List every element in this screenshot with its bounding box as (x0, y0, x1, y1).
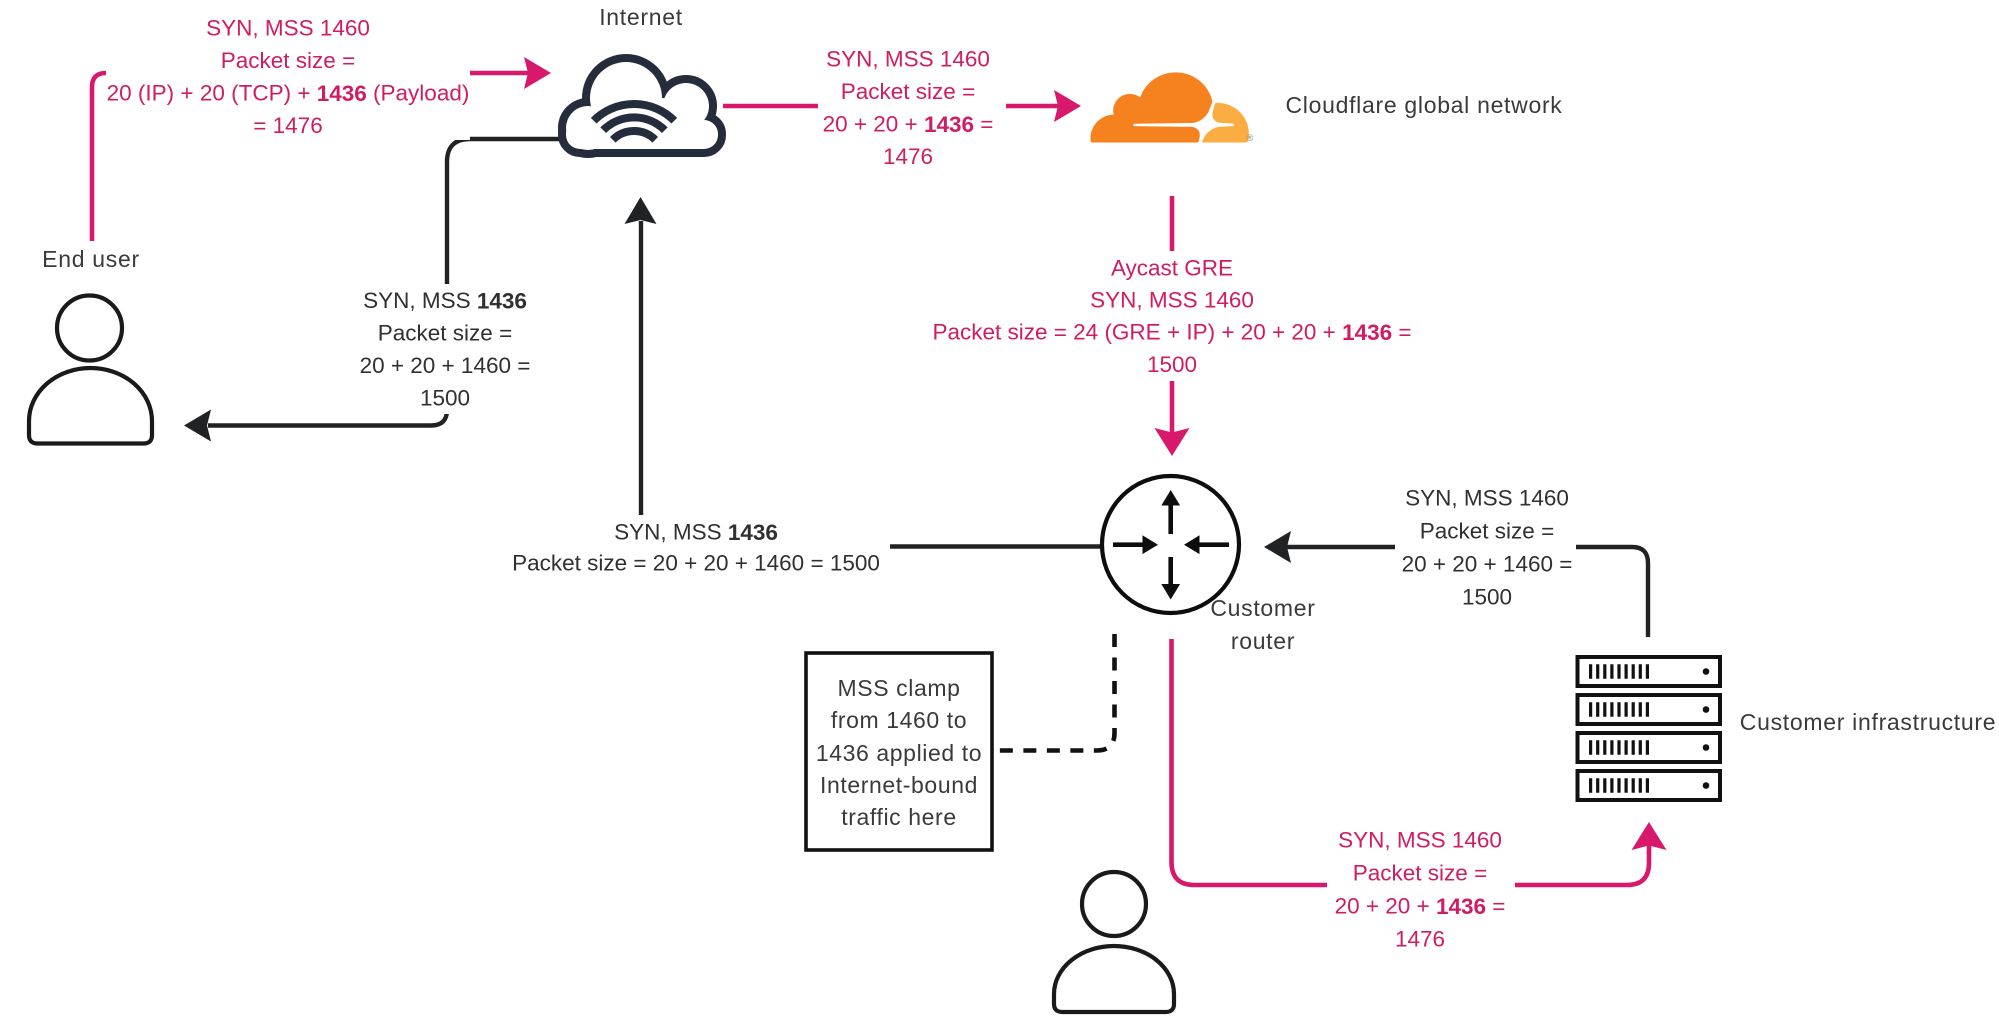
svg-text:SYN, MSS 1436: SYN, MSS 1436 (614, 520, 778, 545)
svg-text:SYN, MSS 1460: SYN, MSS 1460 (1090, 288, 1254, 313)
svg-text:Packet size = 20 + 20 + 1460 =: Packet size = 20 + 20 + 1460 = 1500 (512, 551, 880, 576)
svg-text:MSS clamp: MSS clamp (838, 675, 961, 701)
svg-text:Packet size =: Packet size = (1353, 861, 1487, 886)
svg-text:traffic here: traffic here (841, 804, 956, 830)
svg-text:1476: 1476 (883, 144, 933, 169)
svg-text:SYN, MSS 1460: SYN, MSS 1460 (206, 16, 370, 41)
svg-text:Packet size =: Packet size = (378, 321, 512, 346)
svg-text:Customer infrastructure: Customer infrastructure (1740, 709, 1996, 735)
svg-text:Packet size =: Packet size = (1420, 519, 1554, 544)
svg-text:Internet: Internet (599, 4, 683, 30)
svg-text:= 1476: = 1476 (253, 113, 322, 138)
svg-text:1500: 1500 (1147, 352, 1197, 377)
svg-text:1436 applied to: 1436 applied to (816, 740, 982, 766)
svg-text:Packet size =: Packet size = (841, 79, 975, 104)
svg-text:SYN, MSS 1436: SYN, MSS 1436 (363, 288, 527, 313)
svg-text:SYN, MSS 1460: SYN, MSS 1460 (1405, 486, 1569, 511)
svg-text:Internet-bound: Internet-bound (820, 772, 978, 798)
svg-text:1500: 1500 (1462, 585, 1512, 610)
svg-text:20 + 20 + 1460 =: 20 + 20 + 1460 = (360, 353, 531, 378)
svg-text:SYN, MSS 1460: SYN, MSS 1460 (826, 47, 990, 72)
svg-text:End user: End user (42, 246, 140, 272)
svg-text:SYN, MSS 1460: SYN, MSS 1460 (1338, 828, 1502, 853)
svg-text:20 + 20 + 1436 =: 20 + 20 + 1436 = (1335, 894, 1506, 919)
svg-text:1500: 1500 (420, 386, 470, 411)
svg-text:Aycast GRE: Aycast GRE (1111, 256, 1233, 281)
svg-text:®: ® (1247, 133, 1254, 143)
svg-text:20 (IP) + 20 (TCP) + 1436 (Pay: 20 (IP) + 20 (TCP) + 1436 (Payload) (107, 81, 470, 106)
svg-text:1476: 1476 (1395, 927, 1445, 952)
svg-text:20 + 20 + 1436 =: 20 + 20 + 1436 = (823, 112, 994, 137)
svg-text:Customer: Customer (1210, 595, 1315, 621)
svg-text:Packet size =: Packet size = (221, 48, 355, 73)
svg-text:router: router (1231, 628, 1295, 654)
svg-text:from 1460 to: from 1460 to (831, 707, 967, 733)
svg-text:20 + 20 + 1460 =: 20 + 20 + 1460 = (1402, 552, 1573, 577)
svg-text:Cloudflare global network: Cloudflare global network (1285, 92, 1562, 118)
svg-text:Packet size = 24 (GRE + IP) +: Packet size = 24 (GRE + IP) + 20 + 20 + … (932, 320, 1411, 345)
